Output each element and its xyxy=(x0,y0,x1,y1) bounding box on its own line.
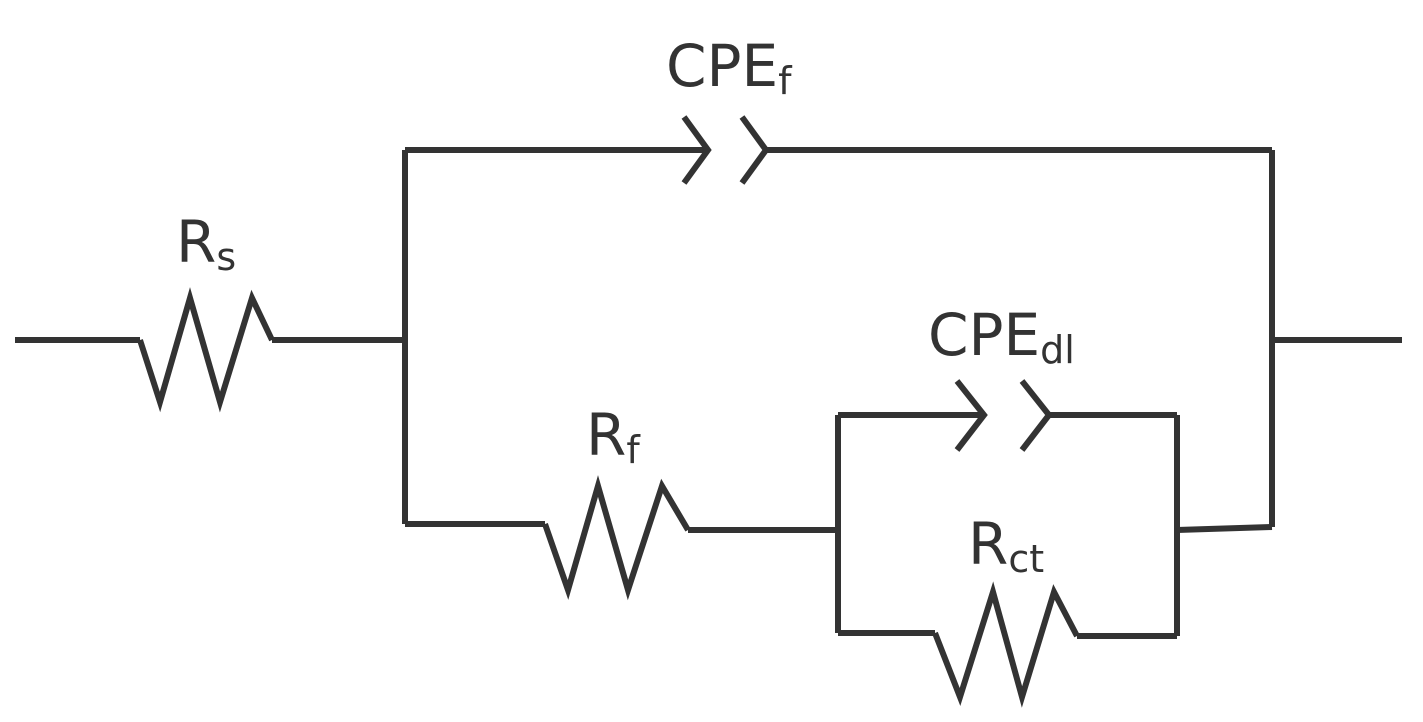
resistor-rf xyxy=(542,475,691,601)
resistor-rs xyxy=(137,287,275,413)
label-rs: Rs xyxy=(176,208,236,279)
label-rf: Rf xyxy=(586,401,641,472)
inner-to-right-bus-wire xyxy=(1176,524,1273,533)
resistor-rct xyxy=(932,581,1080,708)
label-cpe-dl: CPEdl xyxy=(928,301,1075,372)
label-rct: Rct xyxy=(968,510,1044,581)
label-cpe-f: CPEf xyxy=(666,32,793,103)
